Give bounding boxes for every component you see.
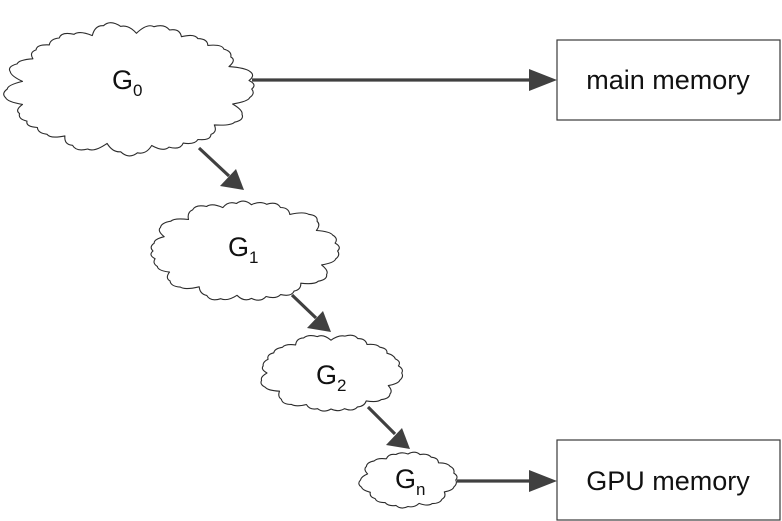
- edge-g0-to-main-memory: [252, 69, 557, 91]
- edge-g1-to-g2: [290, 293, 331, 332]
- edge-gn-to-gpu-memory: [457, 470, 557, 492]
- node-label-g2: G2: [316, 360, 346, 395]
- node-label-gn: Gn: [395, 464, 425, 499]
- gpu-memory-box: [556, 439, 781, 521]
- edge-g0-to-g1: [197, 146, 244, 190]
- gpu-memory-label: GPU memory: [586, 466, 750, 496]
- edge-g2-to-gn: [366, 405, 410, 449]
- cloud-node-g2: [260, 334, 404, 412]
- node-label-g0: G0: [112, 65, 142, 100]
- node-label-g1: G1: [228, 232, 258, 267]
- main-memory-label: main memory: [586, 65, 750, 95]
- cloud-node-g0: [3, 22, 255, 157]
- cloud-node-gn: [358, 451, 458, 509]
- cloud-node-g1: [150, 200, 340, 301]
